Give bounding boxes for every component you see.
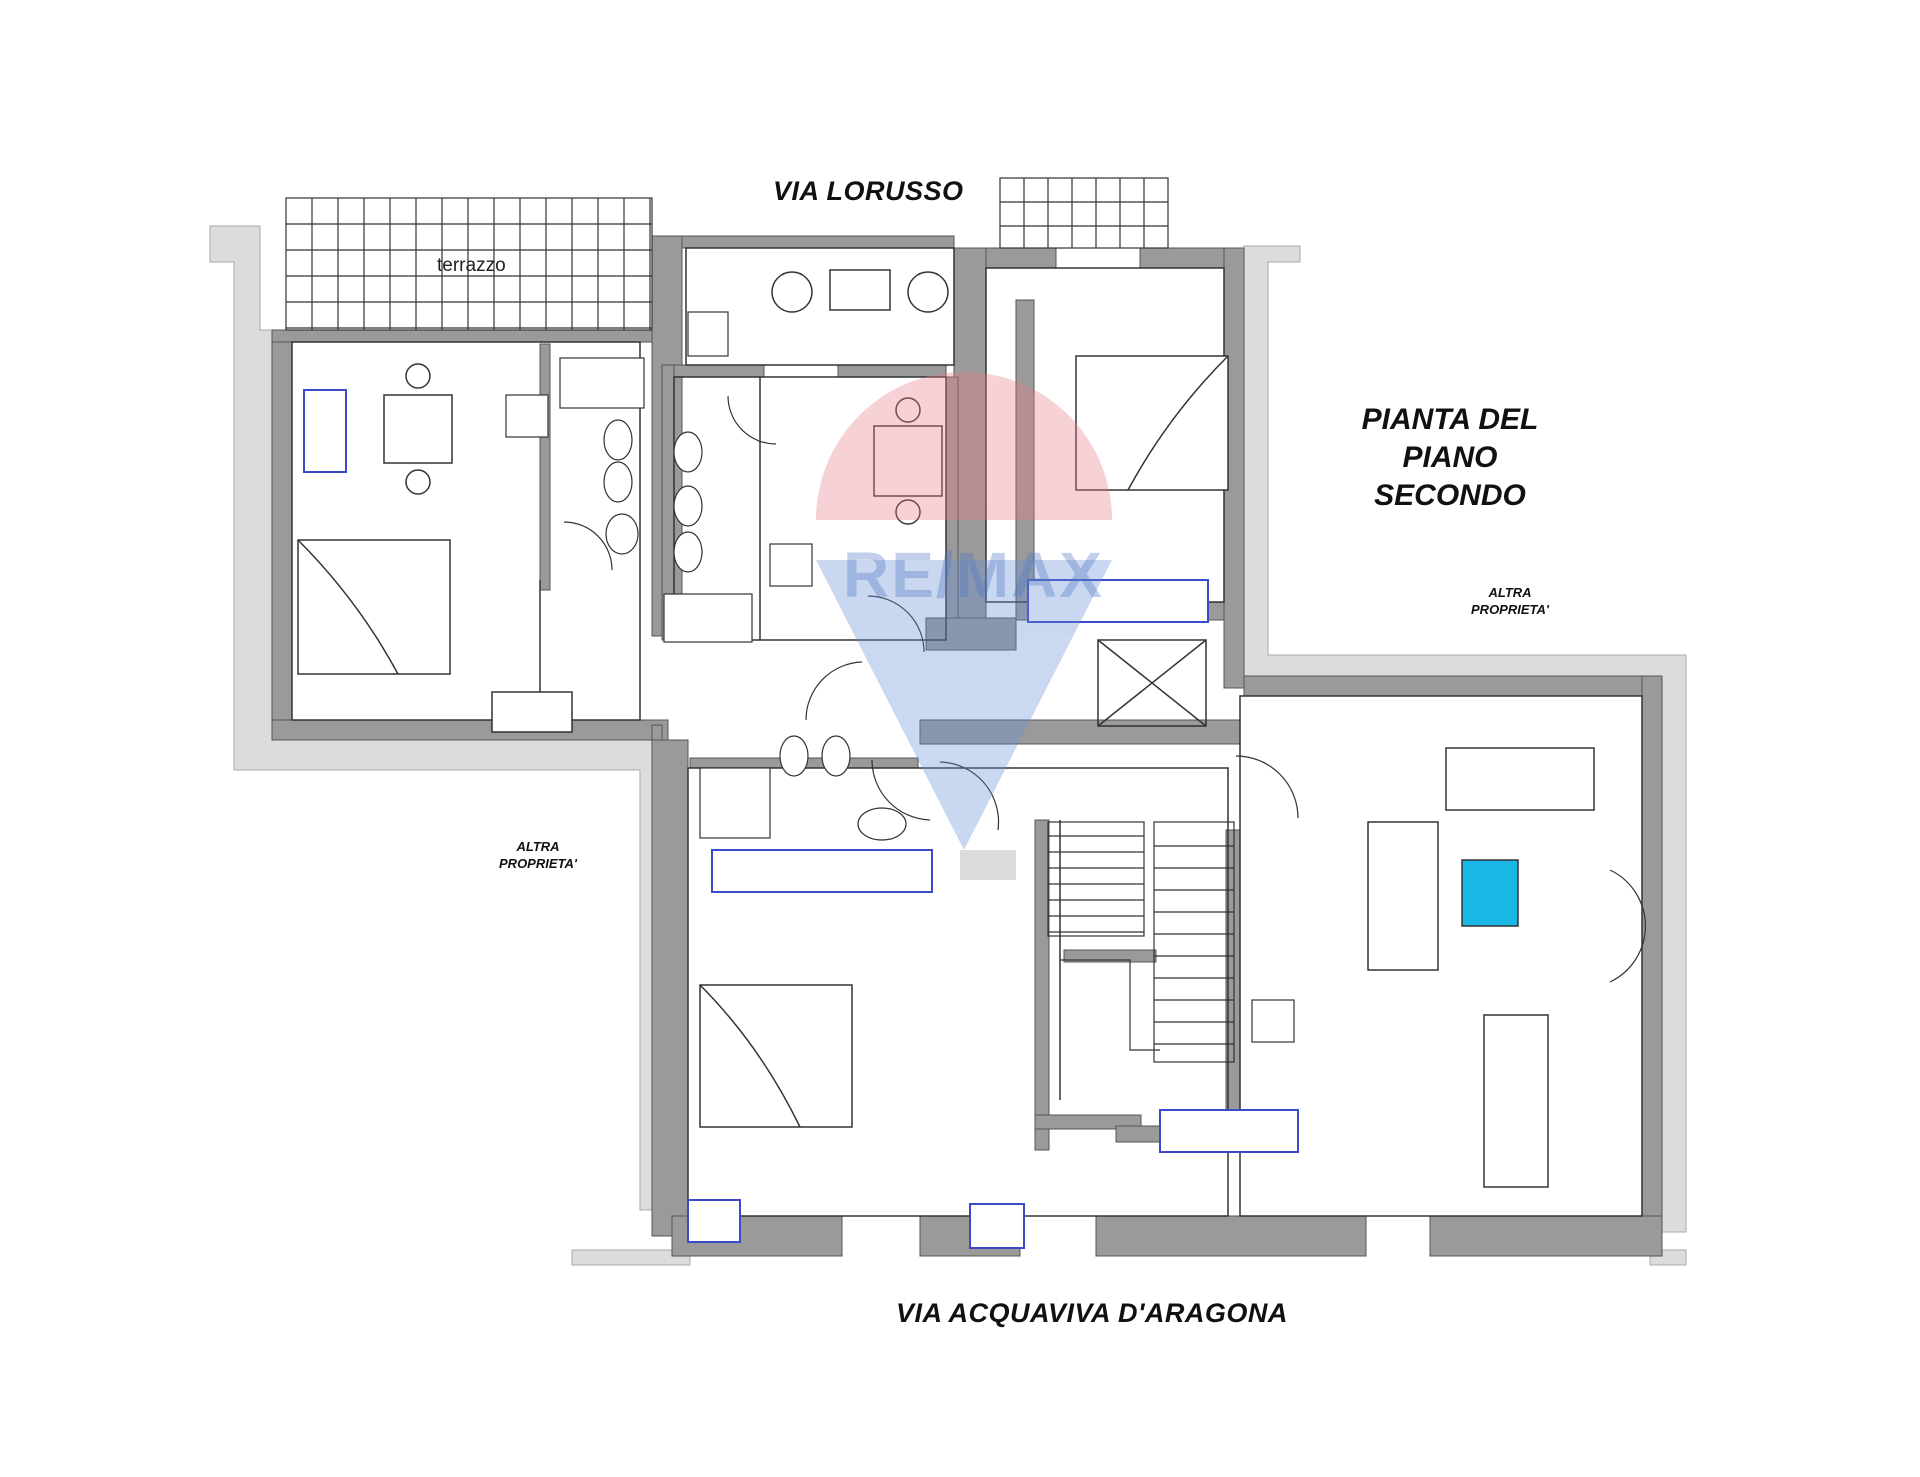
kitchen-units — [505, 311, 1295, 1043]
plan-title-line-2: PIANO — [1402, 441, 1498, 474]
other-property-left-line-1: ALTRA — [516, 839, 560, 854]
plan-title-line-1: PIANTA DEL — [1361, 403, 1539, 436]
street-label-bottom: VIA ACQUAVIVA D'ARAGONA — [896, 1298, 1288, 1328]
terrace-left — [285, 197, 653, 331]
doors — [563, 395, 1646, 983]
wardrobes — [303, 389, 1299, 1249]
beds — [297, 355, 1229, 1128]
other-property-left: ALTRA PROPRIETA' — [478, 838, 598, 872]
elevator — [1097, 639, 1207, 727]
other-property-left-line-2: PROPRIETA' — [499, 856, 577, 871]
chairs — [405, 271, 949, 525]
watermark-brand: RE/MAX — [843, 539, 1104, 611]
other-property-right-line-1: ALTRA — [1488, 585, 1532, 600]
plan-title-line-3: SECONDO — [1374, 479, 1526, 512]
other-property-right-line-2: PROPRIETA' — [1471, 602, 1549, 617]
street-label-top: VIA LORUSSO — [773, 176, 964, 206]
remax-watermark — [816, 372, 1112, 880]
walls — [271, 235, 1663, 1257]
staircase — [1047, 821, 1235, 1063]
other-property-right: ALTRA PROPRIETA' — [1450, 584, 1570, 618]
terrace-label: terrazzo — [437, 255, 506, 276]
living-furniture — [383, 269, 1595, 1188]
plan-title: PIANTA DEL PIANO SECONDO — [1350, 401, 1550, 515]
terrace-right — [999, 177, 1169, 249]
bathroom-fixtures — [559, 357, 907, 841]
